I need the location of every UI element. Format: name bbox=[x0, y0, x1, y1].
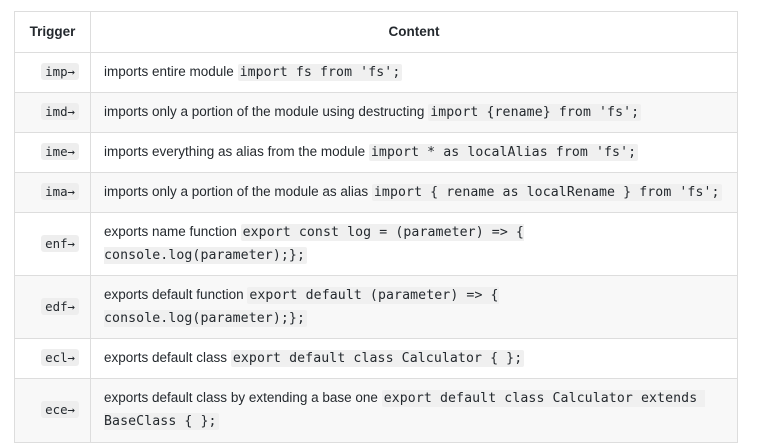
page-root: Trigger Content imp→ imports entire modul… bbox=[14, 11, 738, 443]
content-cell: exports default class export default cla… bbox=[90, 338, 738, 380]
trigger-cell: ime→ bbox=[14, 131, 91, 173]
column-header-content: Content bbox=[90, 11, 738, 53]
trigger-keyword[interactable]: ima→ bbox=[41, 182, 79, 200]
column-header-trigger: Trigger bbox=[14, 11, 91, 53]
table-row: edf→ exports default function export defa… bbox=[14, 275, 738, 340]
trigger-cell: imd→ bbox=[14, 91, 91, 133]
table-body: imp→ imports entire module import fs from… bbox=[14, 51, 738, 443]
trigger-keyword[interactable]: imd→ bbox=[41, 102, 79, 120]
trigger-cell: ima→ bbox=[14, 171, 91, 213]
snippet-description: exports default function bbox=[104, 287, 248, 303]
trigger-keyword[interactable]: imp→ bbox=[41, 62, 79, 80]
snippet-code[interactable]: export default class Calculator { }; bbox=[230, 350, 525, 368]
snippet-code[interactable]: import fs from 'fs'; bbox=[237, 63, 403, 81]
snippet-description: exports default class by extending a bas… bbox=[104, 390, 382, 406]
table-header-row: Trigger Content bbox=[14, 11, 738, 53]
snippet-code[interactable]: import * as localAlias from 'fs'; bbox=[368, 143, 639, 161]
table-header: Trigger Content bbox=[14, 11, 738, 53]
trigger-cell: imp→ bbox=[14, 51, 91, 93]
trigger-cell: edf→ bbox=[14, 275, 91, 340]
trigger-keyword[interactable]: ece→ bbox=[41, 401, 79, 419]
snippet-table: Trigger Content imp→ imports entire modul… bbox=[14, 11, 738, 443]
content-cell: imports entire module import fs from 'fs… bbox=[90, 51, 738, 93]
table-row: ima→ imports only a portion of the module… bbox=[14, 171, 738, 213]
table-row: ecl→ exports default class export default… bbox=[14, 338, 738, 380]
trigger-keyword[interactable]: edf→ bbox=[41, 297, 79, 315]
snippet-description: imports only a portion of the module as … bbox=[104, 183, 372, 199]
table-row: ime→ imports everything as alias from the… bbox=[14, 131, 738, 173]
snippet-code[interactable]: import {rename} from 'fs'; bbox=[428, 103, 642, 121]
content-cell: imports only a portion of the module usi… bbox=[90, 91, 738, 133]
content-cell: imports everything as alias from the mod… bbox=[90, 131, 738, 173]
table-row: ece→ exports default class by extending a… bbox=[14, 378, 738, 443]
snippet-description: imports only a portion of the module usi… bbox=[104, 103, 429, 119]
content-cell: exports name function export const log =… bbox=[90, 211, 738, 277]
table-row: enf→ exports name function export const l… bbox=[14, 211, 738, 277]
content-cell: exports default class by extending a bas… bbox=[90, 378, 738, 443]
trigger-cell: ecl→ bbox=[14, 338, 91, 380]
content-cell: imports only a portion of the module as … bbox=[90, 171, 738, 213]
trigger-keyword[interactable]: ecl→ bbox=[41, 349, 79, 367]
trigger-keyword[interactable]: ime→ bbox=[41, 142, 79, 160]
table-row: imd→ imports only a portion of the module… bbox=[14, 91, 738, 133]
snippet-description: exports default class bbox=[104, 350, 231, 366]
trigger-keyword[interactable]: enf→ bbox=[41, 234, 79, 252]
trigger-cell: enf→ bbox=[14, 211, 91, 277]
snippet-description: imports entire module bbox=[104, 63, 238, 79]
content-cell: exports default function export default … bbox=[90, 275, 738, 340]
table-row: imp→ imports entire module import fs from… bbox=[14, 51, 738, 93]
snippet-code[interactable]: import { rename as localRename } from 'f… bbox=[371, 183, 722, 201]
trigger-cell: ece→ bbox=[14, 378, 91, 443]
snippet-description: imports everything as alias from the mod… bbox=[104, 143, 369, 159]
snippet-description: exports name function bbox=[104, 223, 241, 239]
